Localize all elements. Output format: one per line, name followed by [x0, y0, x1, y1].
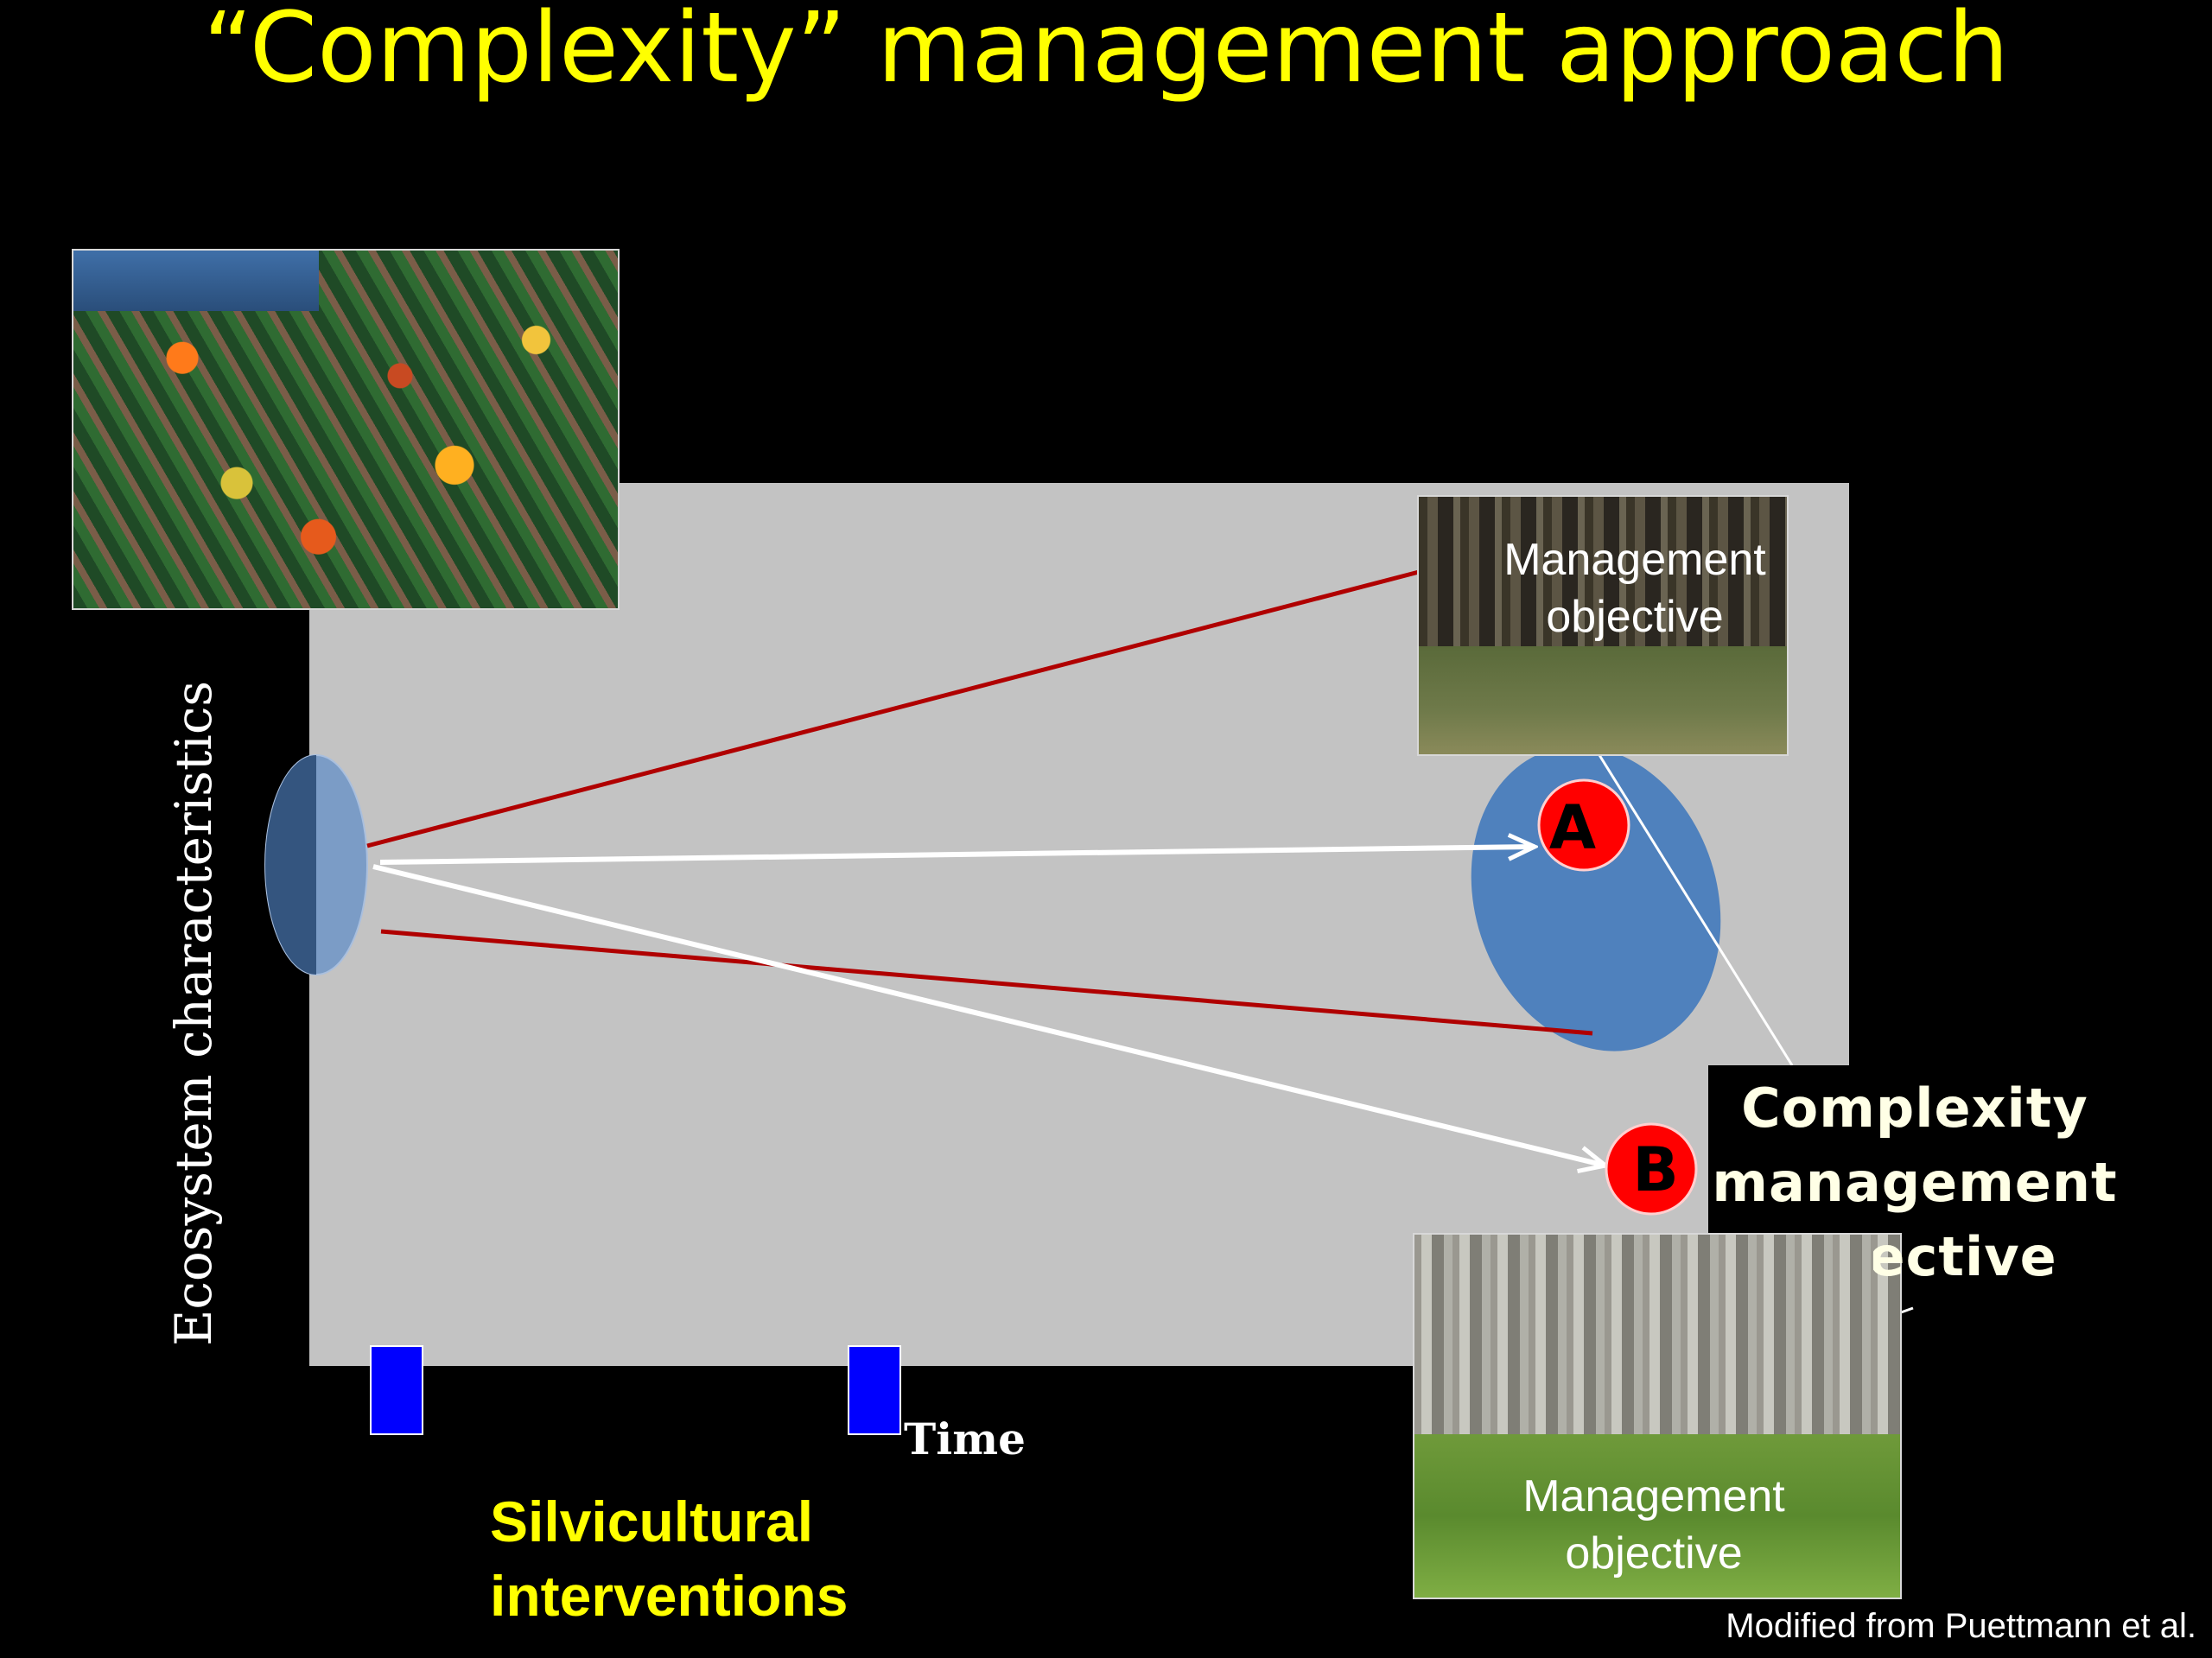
- complexity-objective-label: Complexity management objective: [1712, 1077, 2118, 1288]
- marker-a-label: A: [1549, 792, 1596, 863]
- lower-boundary-line: [380, 929, 1593, 1036]
- marker-a: [1537, 778, 1630, 872]
- pointer-arrow: [1588, 737, 1794, 1066]
- target-range-ellipse: [1471, 746, 1721, 1051]
- upper-boundary-line: [366, 569, 1420, 848]
- marker-b-label: B: [1632, 1134, 1678, 1205]
- intervention-marker-1: [370, 1345, 423, 1435]
- mature-forest-photo: Management objective: [1417, 495, 1789, 756]
- aerial-forest-photo: [72, 249, 620, 610]
- marker-b: [1605, 1122, 1698, 1216]
- interventions-label: Silvicultural interventions: [490, 1490, 849, 1628]
- slide-title: “Complexity” management approach: [202, 0, 2010, 105]
- x-axis-label: Time: [904, 1413, 1026, 1464]
- bottom-photo-label: Management objective: [1522, 1471, 1785, 1579]
- trajectory-arrow-a: [379, 847, 1535, 865]
- source-credit: Modified from Puettmann et al.: [1726, 1607, 2196, 1645]
- young-forest-photo: Management objective: [1413, 1233, 1902, 1599]
- start-ellipse-shade: [265, 755, 316, 975]
- y-axis-label: Ecosystem characteristics: [164, 680, 223, 1346]
- top-photo-label: Management objective: [1503, 535, 1766, 642]
- trajectory-arrow-b: [372, 864, 1605, 1166]
- complexity-label-box: [1708, 1065, 1856, 1236]
- intervention-marker-2: [848, 1345, 901, 1435]
